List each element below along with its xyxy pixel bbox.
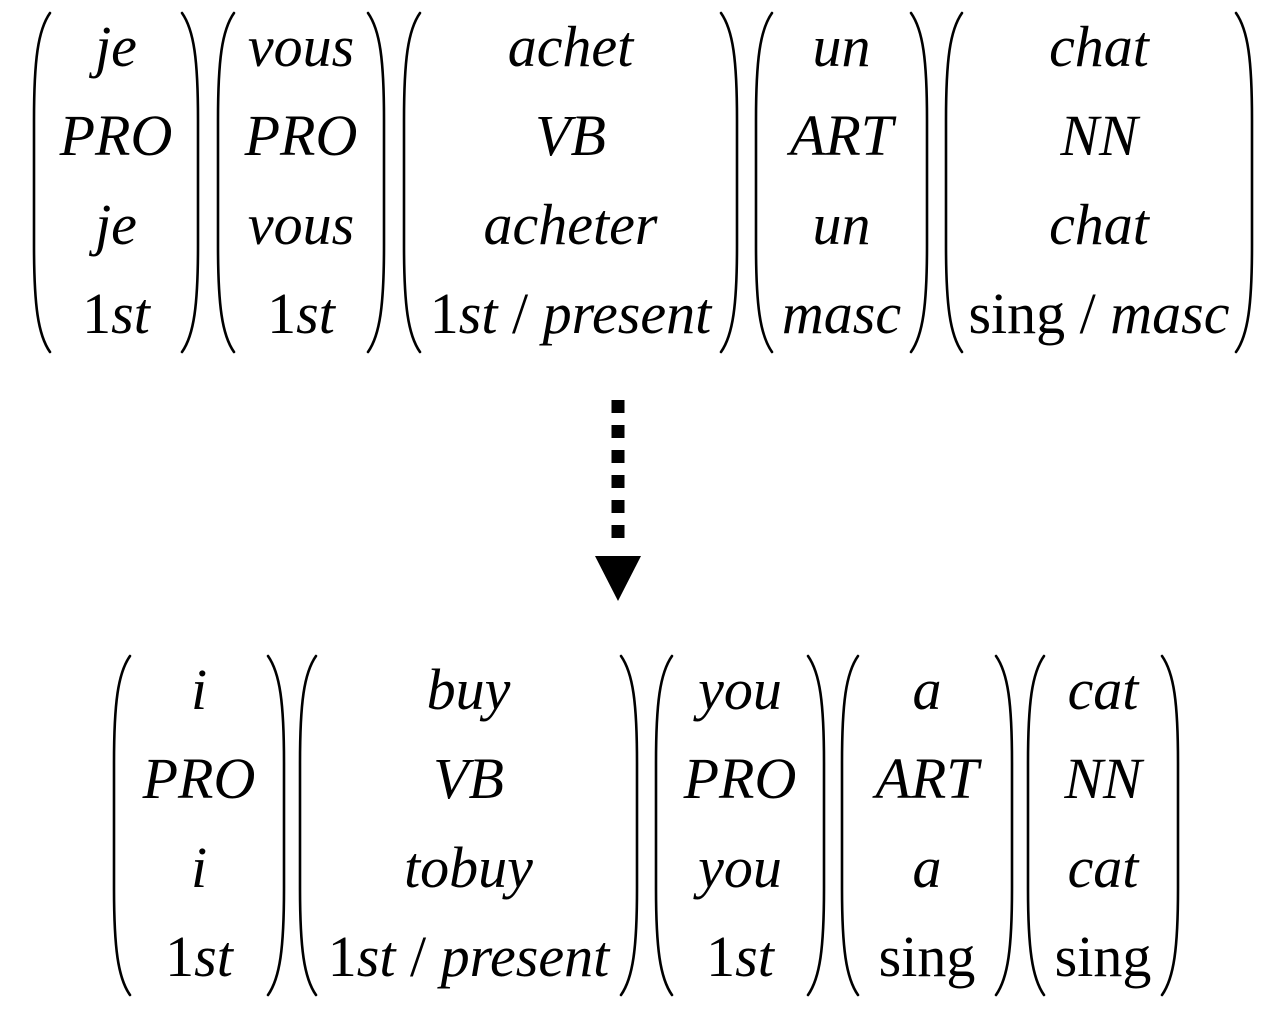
right-paren <box>178 10 204 355</box>
lemma: acheter <box>483 192 658 257</box>
left-paren <box>1022 653 1048 998</box>
feature-segment: masc <box>781 281 902 346</box>
feature-segment: st <box>194 924 233 989</box>
source-vector-0: je PRO je 1st <box>28 10 204 355</box>
features: masc <box>750 285 933 343</box>
surface-form: achet <box>507 14 634 79</box>
target-vector-0: i PRO i 1st <box>108 653 290 998</box>
source-vector-4: chat NN chat sing / masc <box>940 10 1258 355</box>
lemma: tobuy <box>404 835 533 900</box>
feature-segment: present <box>542 281 712 346</box>
right-paren <box>1232 10 1258 355</box>
feature-segment: st <box>458 281 498 346</box>
surface-form: you <box>698 657 782 722</box>
surface-form: chat <box>1049 14 1149 79</box>
pos-tag: PRO <box>59 103 173 168</box>
lemma: un <box>812 192 871 257</box>
right-paren <box>264 653 290 998</box>
left-paren <box>940 10 966 355</box>
right-paren <box>717 10 743 355</box>
source-sentence: je PRO je 1st vous PRO vous 1st achet VB… <box>0 0 1281 360</box>
lemma: a <box>912 835 942 900</box>
features: sing <box>836 928 1018 986</box>
lemma: i <box>190 835 208 900</box>
surface-form: vous <box>247 14 355 79</box>
source-vector-2: achet VB acheter 1st / present <box>398 10 743 355</box>
left-paren <box>836 653 862 998</box>
target-vector-3: a ART a sing <box>836 653 1018 998</box>
pos-tag: NN <box>1064 746 1142 811</box>
pos-tag: PRO <box>244 103 358 168</box>
pos-tag: NN <box>1060 103 1138 168</box>
target-vector-1: buy VB tobuy 1st / present <box>294 653 643 998</box>
feature-segment: st <box>296 281 335 346</box>
feature-segment: / <box>1065 281 1111 346</box>
lemma: you <box>698 835 782 900</box>
feature-segment: masc <box>1110 281 1230 346</box>
features: 1st / present <box>294 928 643 986</box>
left-paren <box>650 653 676 998</box>
lemma: cat <box>1067 835 1139 900</box>
surface-form: cat <box>1067 657 1139 722</box>
left-paren <box>294 653 320 998</box>
feature-segment: 1 <box>706 924 736 989</box>
left-paren <box>212 10 238 355</box>
lemma: vous <box>247 192 355 257</box>
feature-segment: st <box>356 924 396 989</box>
target-sentence: i PRO i 1st buy VB tobuy 1st / present y… <box>0 643 1281 1003</box>
pos-tag: PRO <box>683 746 797 811</box>
source-vector-1: vous PRO vous 1st <box>212 10 390 355</box>
pos-tag: ART <box>875 746 979 811</box>
feature-segment: / <box>395 924 441 989</box>
right-paren <box>1158 653 1184 998</box>
features: 1st <box>650 928 830 986</box>
source-vector-3: un ART un masc <box>750 10 933 355</box>
surface-form: a <box>912 657 942 722</box>
features: 1st / present <box>398 285 743 343</box>
pos-tag: ART <box>789 103 894 168</box>
transfer-arrow-icon <box>594 398 642 603</box>
feature-segment: 1 <box>267 281 297 346</box>
feature-segment: st <box>111 281 150 346</box>
target-vector-2: you PRO you 1st <box>650 653 830 998</box>
feature-segment: present <box>440 924 610 989</box>
right-paren <box>617 653 643 998</box>
feature-segment: st <box>735 924 774 989</box>
right-paren <box>907 10 933 355</box>
feature-segment: 1 <box>82 281 112 346</box>
surface-form: un <box>812 14 871 79</box>
lemma: je <box>95 192 137 257</box>
right-paren <box>992 653 1018 998</box>
features: sing / masc <box>940 285 1258 343</box>
feature-segment: 1 <box>165 924 195 989</box>
pos-tag: PRO <box>142 746 256 811</box>
left-paren <box>28 10 54 355</box>
features: 1st <box>28 285 204 343</box>
lemma: chat <box>1049 192 1149 257</box>
feature-segment: 1 <box>327 924 357 989</box>
surface-form: je <box>95 14 137 79</box>
surface-form: buy <box>426 657 511 722</box>
features: sing <box>1022 928 1184 986</box>
pos-tag: VB <box>535 103 606 168</box>
right-paren <box>804 653 830 998</box>
pos-tag: VB <box>433 746 504 811</box>
left-paren <box>750 10 776 355</box>
left-paren <box>108 653 134 998</box>
feature-segment: sing <box>878 924 976 989</box>
surface-form: i <box>190 657 208 722</box>
feature-segment: sing <box>1054 924 1152 989</box>
features: 1st <box>108 928 290 986</box>
target-vector-4: cat NN cat sing <box>1022 653 1184 998</box>
feature-segment: sing <box>968 281 1066 346</box>
feature-segment: 1 <box>429 281 459 346</box>
right-paren <box>364 10 390 355</box>
left-paren <box>398 10 424 355</box>
features: 1st <box>212 285 390 343</box>
feature-segment: / <box>497 281 543 346</box>
